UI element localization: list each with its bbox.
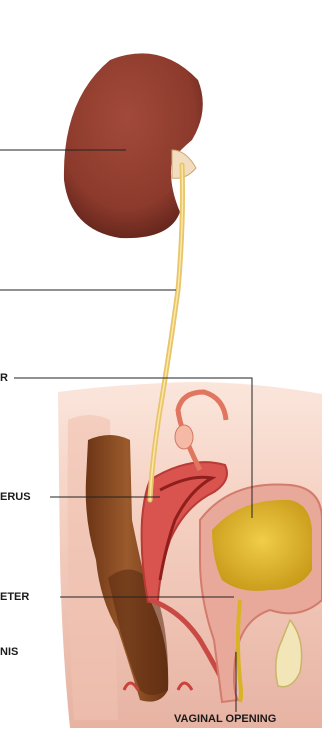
label-vaginal-opening: VAGINAL OPENING: [174, 713, 276, 725]
label-bladder: R: [0, 372, 8, 384]
ovary: [175, 425, 193, 449]
label-uterus: ERUS: [0, 491, 31, 503]
label-urethra: ETER: [0, 591, 29, 603]
label-clitoris: NIS: [0, 646, 18, 658]
